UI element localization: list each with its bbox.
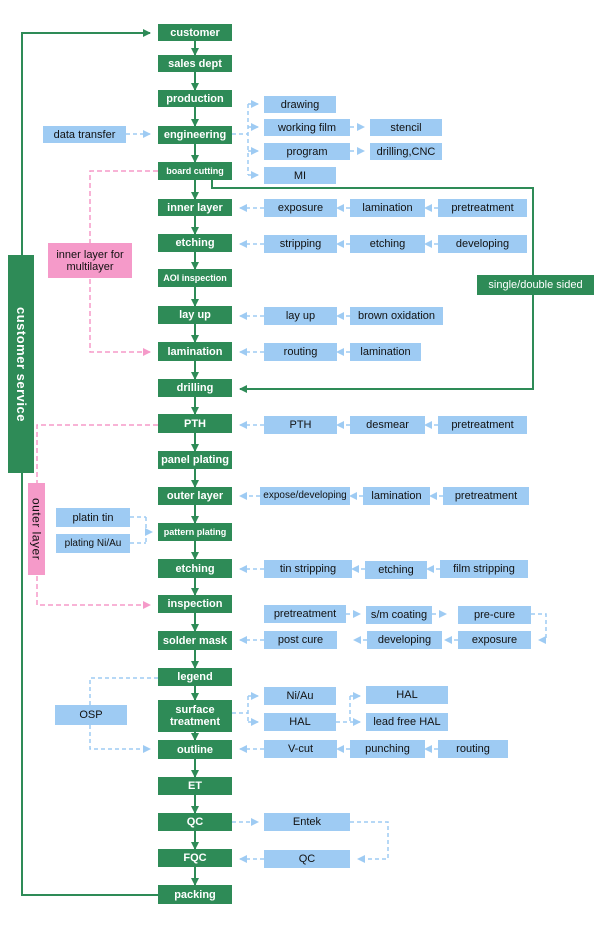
post-cure-box: post cure — [264, 631, 337, 649]
step-legend: legend — [158, 668, 232, 686]
desmear-box: desmear — [350, 416, 425, 434]
exposure-box: exposure — [264, 199, 337, 217]
step-etching-outer: etching — [158, 559, 232, 578]
plating-niau-box: plating Ni/Au — [56, 534, 130, 553]
step-outer-layer: outer layer — [158, 487, 232, 505]
osp-box: OSP — [55, 705, 127, 725]
step-et: ET — [158, 777, 232, 795]
etching-box-outer: etching — [365, 561, 427, 579]
working-film-box: working film — [264, 119, 350, 136]
data-transfer-box: data transfer — [43, 126, 126, 143]
sub-flow-arrows — [89, 100, 547, 863]
step-solder-mask: solder mask — [158, 631, 232, 650]
hal-box-2: HAL — [366, 686, 448, 704]
expose-developing-box: expose/developing — [260, 487, 350, 505]
developing-box-sm: developing — [367, 631, 442, 649]
step-outline: outline — [158, 740, 232, 759]
etching-box-inner: etching — [350, 235, 425, 253]
step-sales-dept: sales dept — [158, 55, 232, 72]
pretreatment-box-outer: pretreatment — [443, 487, 529, 505]
sm-coating-box: s/m coating — [366, 606, 432, 624]
entek-box: Entek — [264, 813, 350, 831]
stripping-box: stripping — [264, 235, 337, 253]
main-flow-arrows — [21, 29, 534, 896]
step-packing: packing — [158, 885, 232, 904]
step-board-cutting: board cutting — [158, 162, 232, 180]
step-lamination: lamination — [158, 342, 232, 361]
tin-stripping-box: tin stripping — [264, 560, 352, 578]
lay-up-box: lay up — [264, 307, 337, 325]
film-stripping-box: film stripping — [440, 560, 528, 578]
step-panel-plating: panel plating — [158, 451, 232, 469]
routing-box-lam: routing — [264, 343, 337, 361]
step-etching-inner: etching — [158, 234, 232, 252]
step-inner-layer: inner layer — [158, 199, 232, 216]
step-inspection: inspection — [158, 595, 232, 613]
drawing-box: drawing — [264, 96, 336, 113]
outer-layer-label: outer layer — [28, 483, 45, 575]
lamination-box-outer: lamination — [363, 487, 430, 505]
mi-box: MI — [264, 167, 336, 184]
niau-box: Ni/Au — [264, 687, 336, 705]
exposure-box-sm: exposure — [458, 631, 531, 649]
developing-box-inner: developing — [438, 235, 527, 253]
step-aoi-inspection: AOI inspection — [158, 269, 232, 287]
step-drilling: drilling — [158, 379, 232, 397]
punching-box: punching — [350, 740, 425, 758]
lamination-box-lam: lamination — [350, 343, 421, 361]
step-lay-up: lay up — [158, 306, 232, 324]
step-pth: PTH — [158, 414, 232, 433]
step-engineering: engineering — [158, 126, 232, 144]
v-cut-box: V-cut — [264, 740, 337, 758]
step-fqc: FQC — [158, 849, 232, 867]
pretreatment-box-inner: pretreatment — [438, 199, 527, 217]
pre-cure-box: pre-cure — [458, 606, 531, 624]
pretreatment-box-sm: pretreatment — [264, 605, 346, 623]
platin-tin-box: platin tin — [56, 508, 130, 527]
step-surface-treatment: surface treatment — [158, 700, 232, 732]
step-production: production — [158, 90, 232, 107]
single-double-sided-label: single/double sided — [477, 275, 594, 295]
step-qc: QC — [158, 813, 232, 831]
program-box: program — [264, 143, 350, 160]
stencil-box: stencil — [370, 119, 442, 136]
lamination-box-inner: lamination — [350, 199, 425, 217]
qc-box: QC — [264, 850, 350, 868]
step-pattern-plating: pattern plating — [158, 523, 232, 541]
step-customer: customer — [158, 24, 232, 41]
routing-box-outline: routing — [438, 740, 508, 758]
lead-free-hal-box: lead free HAL — [366, 713, 448, 731]
pretreatment-box-pth: pretreatment — [438, 416, 527, 434]
customer-service-label: customer service — [8, 255, 34, 473]
brown-oxidation-box: brown oxidation — [350, 307, 443, 325]
inner-layer-multilayer-label: inner layer for multilayer — [48, 243, 132, 278]
pth-box: PTH — [264, 416, 337, 434]
drilling-cnc-box: drilling,CNC — [370, 143, 442, 160]
hal-box: HAL — [264, 713, 336, 731]
